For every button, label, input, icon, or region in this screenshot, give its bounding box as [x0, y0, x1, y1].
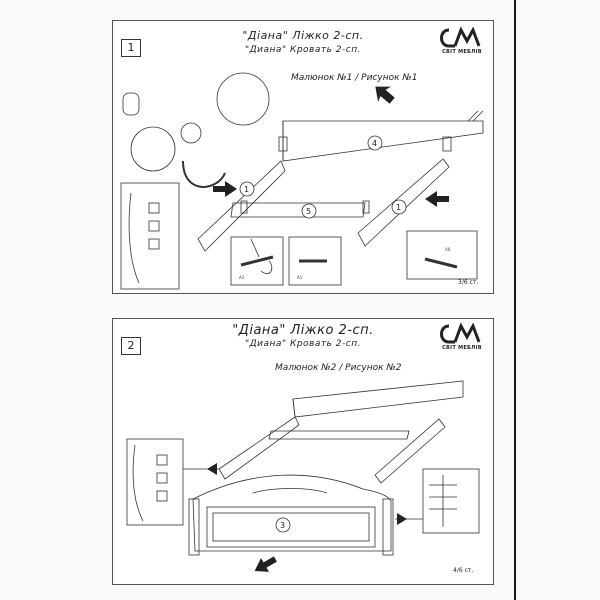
arrow-icon: [375, 86, 395, 104]
arrow-icon: [207, 463, 217, 475]
hardware-box-3: [406, 230, 478, 280]
detail-box-left: [126, 438, 184, 526]
headboard-3: [192, 474, 392, 552]
assembly-drawing-1: 4 1 5 1 A1 A1 A0: [120, 72, 484, 290]
screwdriver-icon: [250, 238, 273, 275]
hardware-box-2: [288, 236, 342, 286]
page-number: 4/6 ст.: [453, 567, 474, 574]
part-label: 1: [396, 203, 401, 212]
part-label: 1: [244, 185, 249, 194]
panel-right: [374, 418, 446, 484]
arrow-icon: [425, 191, 449, 207]
arrow-icon: [213, 181, 237, 197]
hardware-label: A0: [445, 247, 451, 252]
assembly-drawing-2: 3: [126, 380, 480, 572]
step-number: 2: [121, 337, 141, 355]
panel-title-ua: "Діана" Ліжко 2-сп.: [232, 323, 374, 338]
panel-left: [218, 416, 300, 480]
panel-title-ru: "Диана" Кровать 2-сп.: [245, 339, 361, 349]
logo-icon: СВІТ МЕБЛІВ: [435, 322, 489, 355]
panel-title-ua: "Діана" Ліжко 2-сп.: [242, 29, 364, 42]
hardware-box-1: [230, 236, 284, 286]
panel-right-1: [357, 158, 450, 247]
step-number: 1: [121, 39, 141, 57]
arrow-icon: [254, 556, 277, 572]
instruction-panel-2: 2 "Діана" Ліжко 2-сп. "Диана" Кровать 2-…: [112, 318, 494, 585]
part-label: 5: [306, 207, 311, 216]
part-label: 4: [372, 139, 377, 148]
figure-caption: Малюнок №1 / Рисунок №1: [291, 73, 418, 83]
detail-circle-top: [216, 72, 270, 126]
detail-circle-mid: [180, 122, 202, 144]
instruction-panel-1: 1 "Діана" Ліжко 2-сп. "Диана" Кровать 2-…: [112, 20, 494, 294]
panel-title-ru: "Диана" Кровать 2-сп.: [245, 45, 361, 55]
logo-icon: СВІТ МЕБЛІВ: [435, 26, 489, 59]
figure-caption: Малюнок №2 / Рисунок №2: [275, 363, 402, 373]
hardware-label: A1: [297, 275, 303, 280]
arrow-icon: [397, 513, 407, 525]
panel-left-1: [197, 160, 286, 252]
page-edge-shadow: [514, 0, 516, 600]
hardware-label: A1: [239, 275, 245, 280]
panel-back: [292, 380, 464, 418]
detail-box-right: [422, 468, 480, 534]
detail-box-left: [120, 182, 180, 290]
panel-front-5: [230, 202, 366, 218]
page-number: 3/6 ст.: [458, 279, 479, 286]
panel-back-4: [282, 120, 484, 162]
part-label: 3: [280, 521, 285, 530]
detail-circle-left: [130, 126, 176, 172]
